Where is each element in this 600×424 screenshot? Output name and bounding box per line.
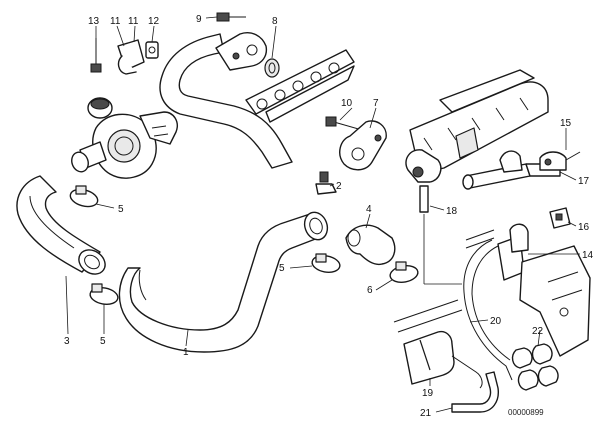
callout-22: 22	[532, 326, 544, 337]
bracket-parts-11-12-13	[90, 38, 159, 75]
filter-part-19	[393, 299, 483, 389]
callout-15: 15	[560, 118, 572, 129]
clip-part-2	[315, 171, 337, 195]
reference-number: 00000899	[508, 408, 544, 417]
hose-clamp-upper-left	[69, 185, 99, 208]
callout-16: 16	[578, 222, 590, 233]
callout-12: 12	[148, 16, 160, 27]
callout-7: 7	[373, 98, 379, 109]
double-clip-part-22	[511, 343, 559, 391]
hose-part-21	[451, 371, 499, 413]
callout-18: 18	[446, 206, 458, 217]
callout-6: 6	[367, 285, 373, 296]
callout-21: 21	[420, 408, 432, 419]
callout-3: 3	[64, 336, 70, 347]
hose-clamp-lower-left	[89, 283, 119, 305]
charge-air-hose-part-3	[16, 175, 106, 275]
turbocharger	[71, 97, 178, 179]
pipe-part-17	[462, 150, 581, 190]
callout-14: 14	[582, 250, 594, 261]
clip-part-16	[549, 207, 571, 229]
temperature-sensor	[405, 149, 442, 213]
callout-1: 1	[183, 347, 189, 358]
vacuum-line-part-20	[463, 229, 513, 381]
upper-hose-and-flange	[159, 12, 293, 169]
intake-manifold	[409, 69, 549, 170]
elbow-hose-part-4	[345, 224, 396, 266]
callout-5-lower-left: 5	[100, 336, 106, 347]
callout-19: 19	[422, 388, 434, 399]
callout-9: 9	[196, 14, 202, 25]
manifold-gasket-part-8	[245, 49, 355, 123]
callout-5-upper-left: 5	[118, 204, 124, 215]
callout-8: 8	[272, 16, 278, 27]
callout-4: 4	[366, 204, 372, 215]
callout-20: 20	[490, 316, 502, 327]
hose-clamp-center	[311, 253, 341, 273]
callout-17: 17	[578, 176, 590, 187]
callout-11-second: 11	[128, 16, 139, 27]
flange-part-7	[325, 116, 387, 171]
hose-clamp-part-6	[389, 261, 419, 283]
callout-5-center: 5	[279, 263, 285, 274]
intake-hose-part-1	[118, 211, 329, 353]
callout-13: 13	[88, 16, 100, 27]
callout-10: 10	[341, 98, 353, 109]
valve-bracket-part-14	[497, 223, 591, 357]
leader-lines	[65, 16, 580, 413]
callout-11-first: 11	[110, 16, 121, 27]
callout-2: 2	[336, 181, 342, 192]
callout-labels: 1 2 3 4 5 5 5 6 7 8 9 10 11 11 12 13 14 …	[64, 14, 594, 419]
